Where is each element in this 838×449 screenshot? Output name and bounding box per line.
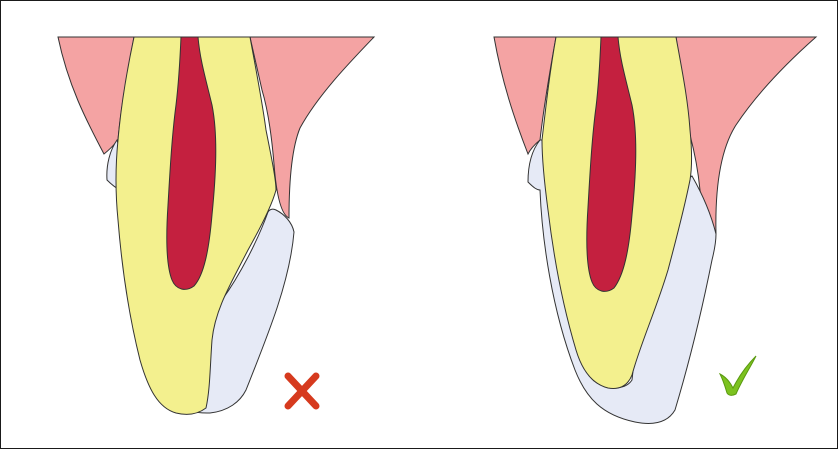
cross-mark-icon: [288, 376, 316, 406]
right-tooth-panel: [494, 37, 816, 424]
left-tooth-panel: [58, 37, 374, 414]
check-mark-icon: [720, 356, 756, 395]
